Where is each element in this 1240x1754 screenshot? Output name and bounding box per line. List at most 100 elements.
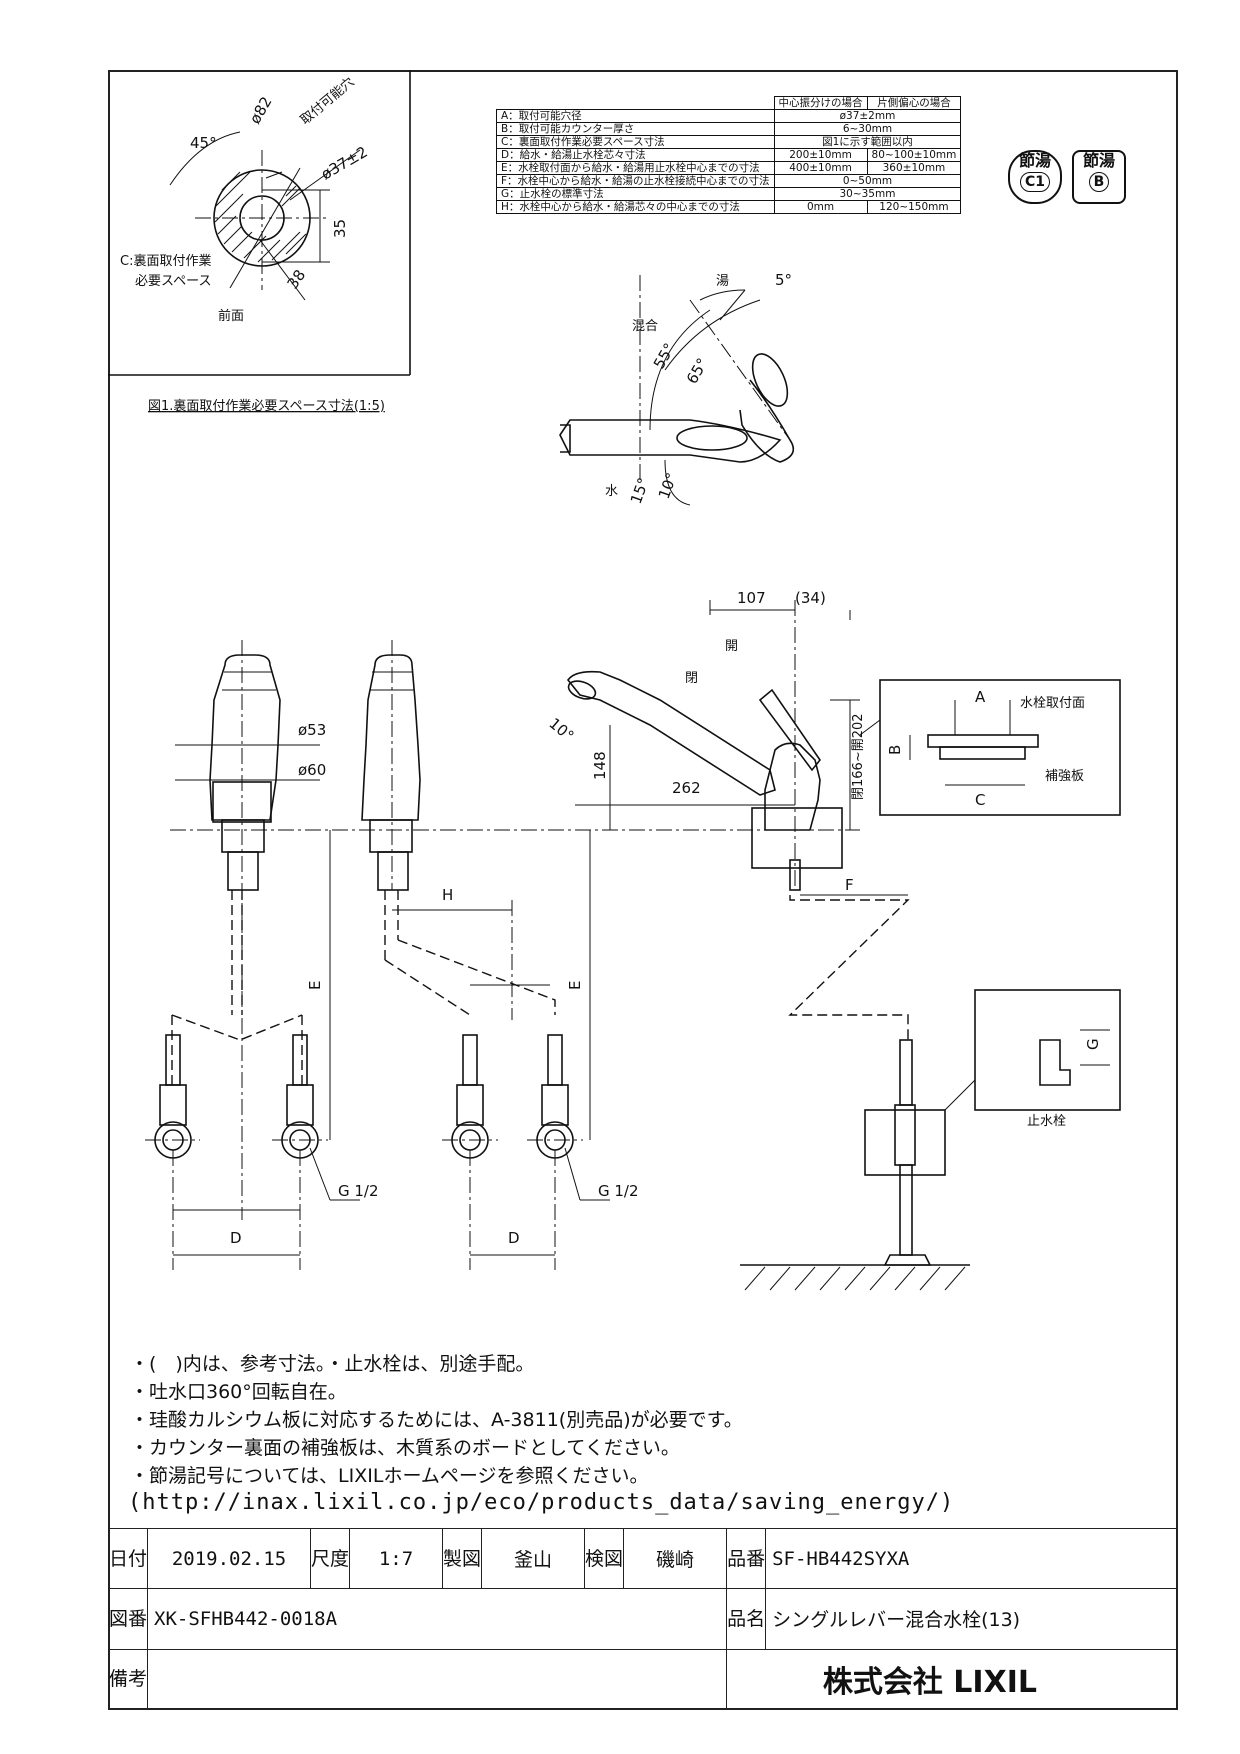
front-e-2: E [566,981,584,990]
front-d60: ø60 [298,761,326,779]
spec-row-center: 30~35mm [773,187,962,201]
spec-row-label: G：止水栓の標準寸法 [496,187,775,201]
date-label: 日付 [107,1527,149,1590]
drawn-value: 釜山 [481,1527,586,1590]
side-dim-107: 107 [737,589,766,607]
fig1-dim-35: 35 [331,219,349,238]
note-item: ・珪酸カルシウム板に対応するためには、A-3811(別売品)が必要です。 [130,1409,743,1431]
front-d53: ø53 [298,721,326,739]
company-name: 株式会社 LIXIL [726,1648,1178,1711]
spec-row-offset: 360±10mm [866,161,962,175]
lever-water: 水 [605,484,618,499]
spec-row-label: H：水栓中心から給水・給湯芯々の中心までの寸法 [496,200,775,214]
fig1-front: 前面 [218,308,244,324]
scale-label: 尺度 [310,1527,351,1590]
notes: ・( )内は、参考寸法。・止水栓は、別途手配。 ・吐水口360°回転自在。 ・珪… [130,1350,743,1490]
drawing-no-value: XK-SFHB442-0018A [147,1588,728,1650]
spec-row-center: 400±10mm [773,161,868,175]
lever-angle-15: 15° [627,475,653,506]
detail-a: A [975,688,986,706]
side-view [567,600,910,1040]
fig1-hole-label: 取付可能穴 [298,75,357,128]
lever-angle-5: 5° [775,271,792,289]
note-item: ・( )内は、参考寸法。・止水栓は、別途手配。 [130,1353,535,1375]
lever-top-view [559,275,795,506]
saving-badge-b: 節湯 B [1072,150,1126,204]
product-name-value: シングルレバー混合水栓(13) [765,1588,1178,1650]
side-f: F [845,876,854,894]
front-d-a: D [230,1229,242,1247]
drawing-no-label: 図番 [107,1588,149,1650]
spec-row-center: 0~50mm [773,174,962,188]
stop-valves-1 [145,830,360,1270]
spec-col-offset: 片側偏心の場合 [866,96,962,110]
title-block: 日付 2019.02.15 尺度 1:7 製図 釜山 検図 磯崎 品番 SF-H… [107,1527,1178,1711]
front-view-2 [361,640,591,1140]
fig1-dim-38: 38 [284,266,310,292]
side-h-range: 閉166~開202 [851,713,866,800]
product-name-label: 品名 [726,1588,767,1650]
checked-value: 磯崎 [623,1527,728,1590]
side-dim-34: (34) [795,589,826,607]
front-e-1: E [306,981,324,990]
side-close: 閉 [685,671,698,686]
spec-row-offset: 80~100±10mm [866,148,962,162]
checked-label: 検図 [584,1527,625,1590]
front-h: H [442,886,453,904]
badge-code: C1 [1019,172,1050,192]
spec-row-center: 200±10mm [773,148,868,162]
date-value: 2019.02.15 [147,1527,312,1590]
spec-row-label: D：給水・給湯止水栓芯々寸法 [496,148,775,162]
badge-code: B [1088,172,1110,192]
side-h148: 148 [591,751,609,780]
spec-row-label: F：水栓中心から給水・給湯の止水栓接続中心までの寸法 [496,174,775,188]
spec-row-label: B：取付可能カウンター厚さ [496,122,775,136]
front-view-1 [171,640,320,1220]
saving-badge-c1: 節湯 C1 [1008,150,1062,204]
fig1-panel [108,70,411,376]
fig1-dia-hole: ø37±2 [318,143,371,184]
detail-reinforce: 補強板 [1045,769,1084,784]
spec-row-center: 6~30mm [773,122,962,136]
spec-row-offset: 120~150mm [866,200,962,214]
part-no-value: SF-HB442SYXA [765,1527,1178,1590]
front-g12-b: G 1/2 [598,1182,639,1200]
detail-g: G [1084,1038,1102,1050]
spec-col-center: 中心振分けの場合 [773,96,868,110]
note-item: ・節湯記号については、LIXILホームページを参照ください。 [130,1465,649,1487]
side-angle-10: 10° [545,714,577,745]
spec-row-label: E：水栓取付面から給水・給湯用止水栓中心までの寸法 [496,161,775,175]
counter-detail [859,679,1121,816]
fig1-caption: 図1.裏面取付作業必要スペース寸法(1:5) [148,398,385,414]
note-item: ・カウンター裏面の補強板は、木質系のボードとしてください。 [130,1437,680,1459]
lever-angle-10: 10° [655,470,681,501]
detail-mount-face: 水栓取付面 [1020,696,1085,711]
valve-detail [740,989,1121,1291]
note-item: ・吐水口360°回転自在。 [130,1381,347,1403]
badge-label: 節湯 [1082,151,1115,170]
detail-stop-valve: 止水栓 [1027,1114,1066,1129]
stop-valves-2 [442,1034,610,1270]
reference-url: (http://inax.lixil.co.jp/eco/products_da… [128,1490,955,1515]
front-d-b: D [508,1229,520,1247]
spec-row-label: A：取付可能穴径 [496,109,775,123]
fig1-dia-outer: ø82 [246,94,276,127]
fig1-angle: 45° [190,134,217,152]
part-no-label: 品番 [726,1527,767,1590]
spec-row-center: ø37±2mm [773,109,962,123]
spec-row-label: C：裏面取付作業必要スペース寸法 [496,135,775,149]
remarks-value [147,1648,728,1711]
lever-hot: 湯 [716,274,729,289]
badge-label: 節湯 [1018,151,1051,170]
lever-angle-65: 65° [683,355,712,387]
detail-b: B [886,745,904,755]
spec-row-center: 0mm [773,200,868,214]
side-open: 開 [725,639,738,654]
drawn-label: 製図 [442,1527,483,1590]
fig1-c-label-2: 必要スペース [135,274,211,289]
remarks-label: 備考 [107,1648,149,1711]
lever-mix: 混合 [632,319,658,334]
fig1-c-label-1: C:裏面取付作業 [120,253,211,269]
